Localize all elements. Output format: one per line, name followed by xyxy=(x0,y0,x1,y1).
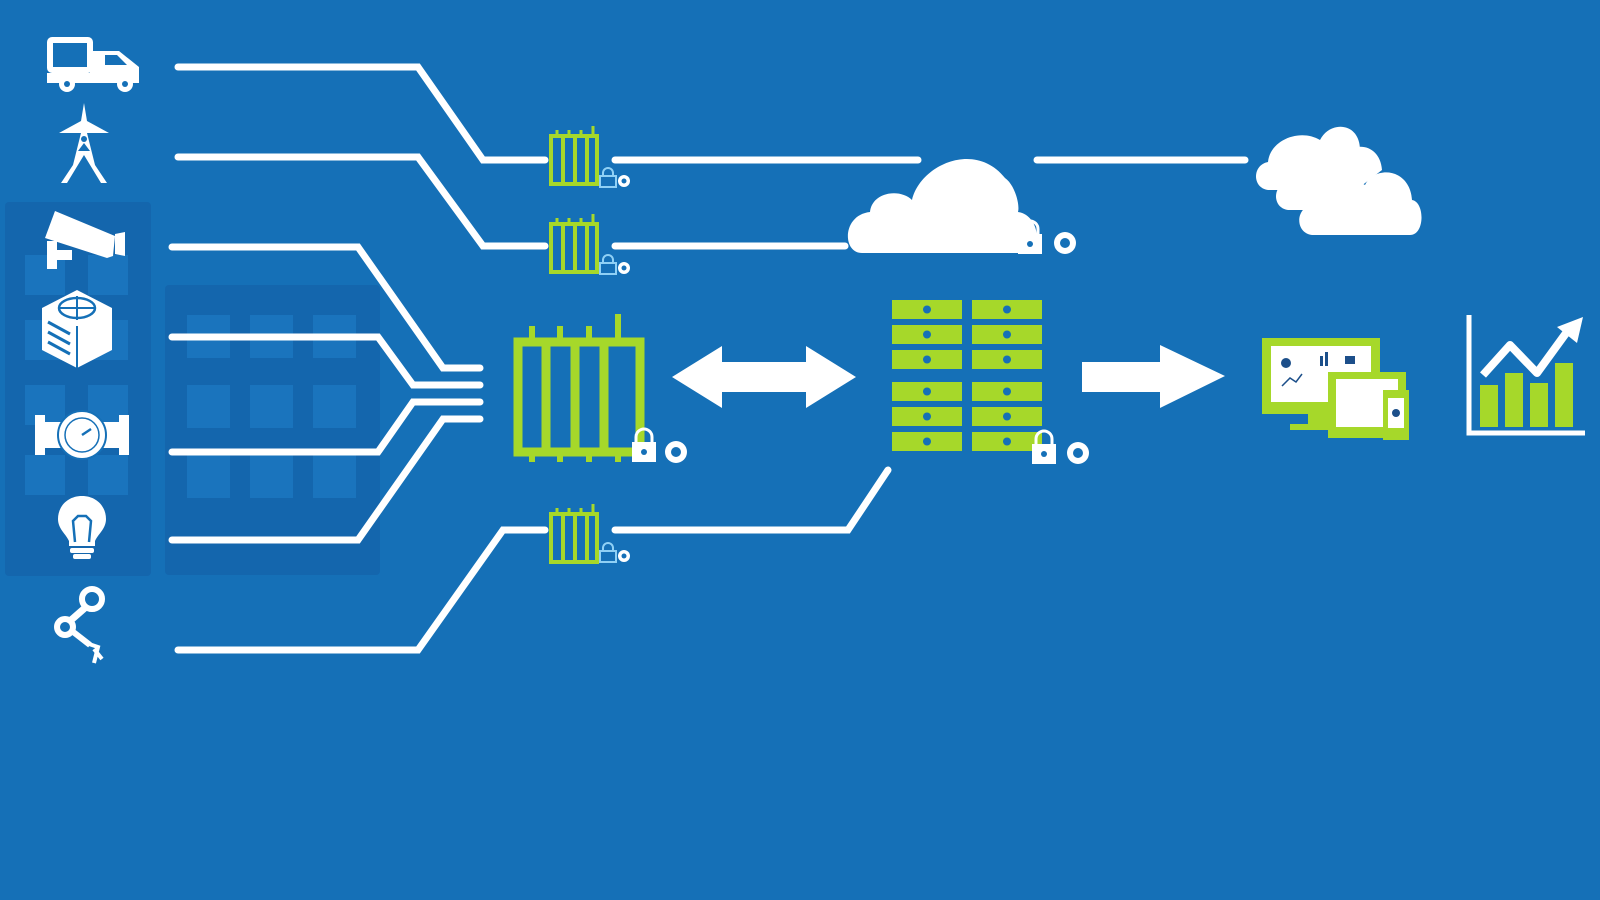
line-gateway-bottom-server xyxy=(611,466,892,534)
security-camera-icon xyxy=(45,211,125,269)
gateway-main-gear-icon xyxy=(665,441,687,463)
line-power-tower xyxy=(174,153,549,250)
gateway-main-lock-icon xyxy=(632,427,656,462)
gateway-top-gear-icon xyxy=(618,175,630,187)
gateway-bottom-gear-icon xyxy=(618,550,630,562)
gateway-main-icon xyxy=(513,314,645,462)
truck-icon xyxy=(47,37,139,92)
server-column-left xyxy=(892,300,962,451)
growth-chart-icon xyxy=(1466,315,1585,436)
gateway-top-lock-icon xyxy=(599,167,617,188)
server-rack-gear-icon xyxy=(1067,442,1089,464)
line-hvac xyxy=(168,333,484,389)
gateway-bottom-lock-icon xyxy=(599,542,617,563)
robot-arm-icon xyxy=(54,586,105,664)
gateway-top-icon xyxy=(549,126,599,186)
gateway-middle-gear-icon xyxy=(618,262,630,274)
light-bulb-icon xyxy=(58,496,106,559)
line-robot-arm xyxy=(174,526,549,654)
gateway-bottom-icon xyxy=(549,504,599,564)
server-rack-lock-icon xyxy=(1032,429,1056,464)
pipe-gauge-icon xyxy=(35,410,129,460)
forward-arrow xyxy=(1082,345,1225,408)
private-cloud-icon xyxy=(847,158,1037,253)
line-gauge xyxy=(168,398,484,456)
device-panel-right xyxy=(165,285,380,575)
power-tower-icon xyxy=(59,103,109,183)
server-rack-icon xyxy=(892,300,1042,451)
server-column-right xyxy=(972,300,1042,451)
connection-lines xyxy=(168,63,1249,654)
bidirectional-arrow xyxy=(672,346,856,408)
public-cloud-icon xyxy=(1256,126,1422,235)
hvac-unit-icon xyxy=(42,290,112,368)
multi-device-dashboard-icon xyxy=(1262,338,1409,440)
gateway-middle-lock-icon xyxy=(599,254,617,275)
private-cloud-lock-icon xyxy=(1018,219,1042,254)
line-camera xyxy=(168,243,484,372)
line-bulb xyxy=(168,415,484,544)
gateway-middle-icon xyxy=(549,214,599,274)
line-truck xyxy=(174,63,549,164)
private-cloud-gear-icon xyxy=(1054,232,1076,254)
